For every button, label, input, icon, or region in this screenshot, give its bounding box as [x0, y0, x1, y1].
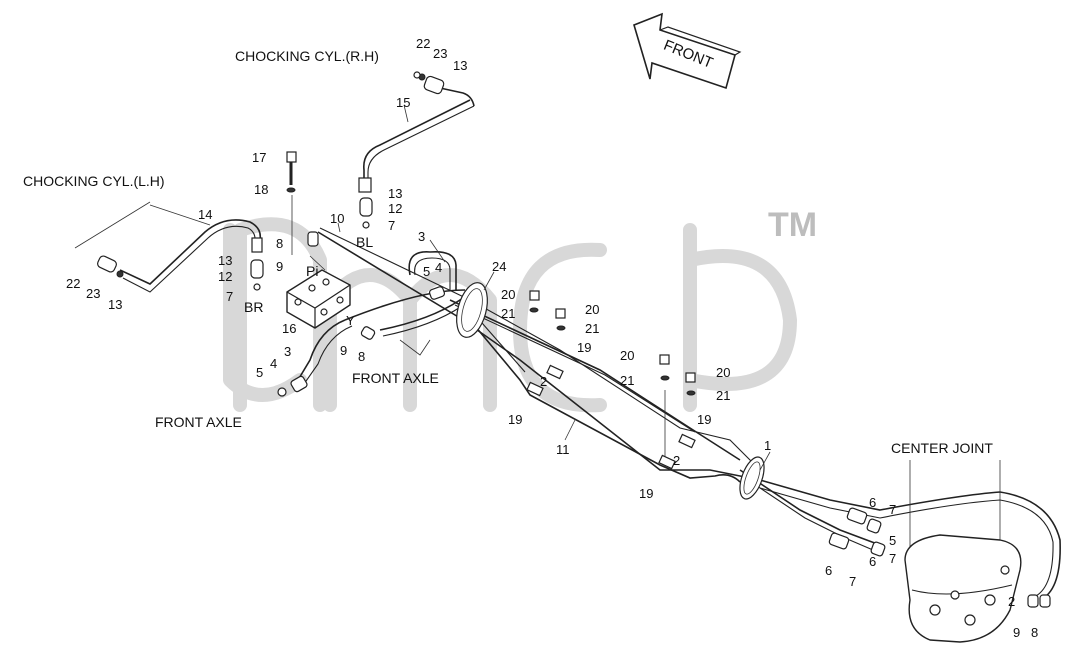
part-number: 6: [869, 495, 876, 510]
part-number: 11: [556, 442, 570, 457]
part-number: 9: [1013, 625, 1020, 640]
part-number: 3: [418, 229, 425, 244]
part-number: 13: [218, 253, 232, 268]
part-number: 21: [585, 321, 599, 336]
caption-chocking-rh: CHOCKING CYL.(R.H): [235, 48, 379, 64]
part-number: 13: [453, 58, 467, 73]
part-number: 16: [282, 321, 296, 336]
part-number: 23: [86, 286, 100, 301]
part-number: 19: [639, 486, 653, 501]
part-number: 5: [423, 264, 430, 279]
part-number: 8: [276, 236, 283, 251]
part-number: 7: [849, 574, 856, 589]
part-number: 17: [252, 150, 266, 165]
pipe-network: [74, 87, 1061, 601]
part-number: 22: [416, 36, 430, 51]
part-number: 3: [284, 344, 291, 359]
valve-block: [286, 269, 351, 329]
part-number: 15: [396, 95, 410, 110]
part-number: 7: [226, 289, 233, 304]
part-number: 19: [508, 412, 522, 427]
part-number: 1: [764, 438, 771, 453]
part-number: 2: [540, 374, 547, 389]
part-number: 20: [620, 348, 634, 363]
part-number: 19: [577, 340, 591, 355]
part-number: 10: [330, 211, 344, 226]
port-label-bl: BL: [356, 234, 373, 250]
part-number: 13: [388, 186, 402, 201]
part-number: 12: [218, 269, 232, 284]
part-number: 7: [388, 218, 395, 233]
part-number: 4: [270, 356, 277, 371]
part-number: 5: [889, 533, 896, 548]
part-number: 6: [825, 563, 832, 578]
caption-front-axle-mid: FRONT AXLE: [352, 370, 439, 386]
part-number: 4: [435, 260, 442, 275]
part-number: 23: [433, 46, 447, 61]
fittings: [97, 71, 1051, 608]
part-number: 9: [340, 343, 347, 358]
trademark-mark: TM: [768, 206, 817, 244]
port-label-pi: Pi: [306, 263, 318, 279]
part-number: 20: [501, 287, 515, 302]
part-number: 9: [276, 259, 283, 274]
caption-chocking-lh: CHOCKING CYL.(L.H): [23, 173, 165, 189]
part-number: 20: [585, 302, 599, 317]
part-number: 7: [889, 502, 896, 517]
caption-center-joint: CENTER JOINT: [891, 440, 993, 456]
part-number: 14: [198, 207, 212, 222]
part-number: 6: [869, 554, 876, 569]
part-number: 24: [492, 259, 506, 274]
port-label-y: Y: [346, 313, 355, 328]
part-number: 21: [716, 388, 730, 403]
part-number-labels: 22 23 13 15 17 18 13 12 7 10 14 8 9 13 1…: [66, 36, 1038, 640]
part-number: 2: [673, 453, 680, 468]
part-number: 22: [66, 276, 80, 291]
part-number: 2: [1008, 594, 1015, 609]
part-number: 7: [889, 551, 896, 566]
part-number: 21: [501, 306, 515, 321]
port-label-br: BR: [244, 299, 263, 315]
front-arrow-icon: FRONT: [633, 12, 742, 90]
part-number: 18: [254, 182, 268, 197]
center-joint: [904, 534, 1022, 643]
caption-front-axle-left: FRONT AXLE: [155, 414, 242, 430]
part-number: 12: [388, 201, 402, 216]
part-number: 13: [108, 297, 122, 312]
part-number: 20: [716, 365, 730, 380]
part-number: 8: [1031, 625, 1038, 640]
part-number: 21: [620, 373, 634, 388]
part-number: 5: [256, 365, 263, 380]
part-number: 8: [358, 349, 365, 364]
part-number: 19: [697, 412, 711, 427]
